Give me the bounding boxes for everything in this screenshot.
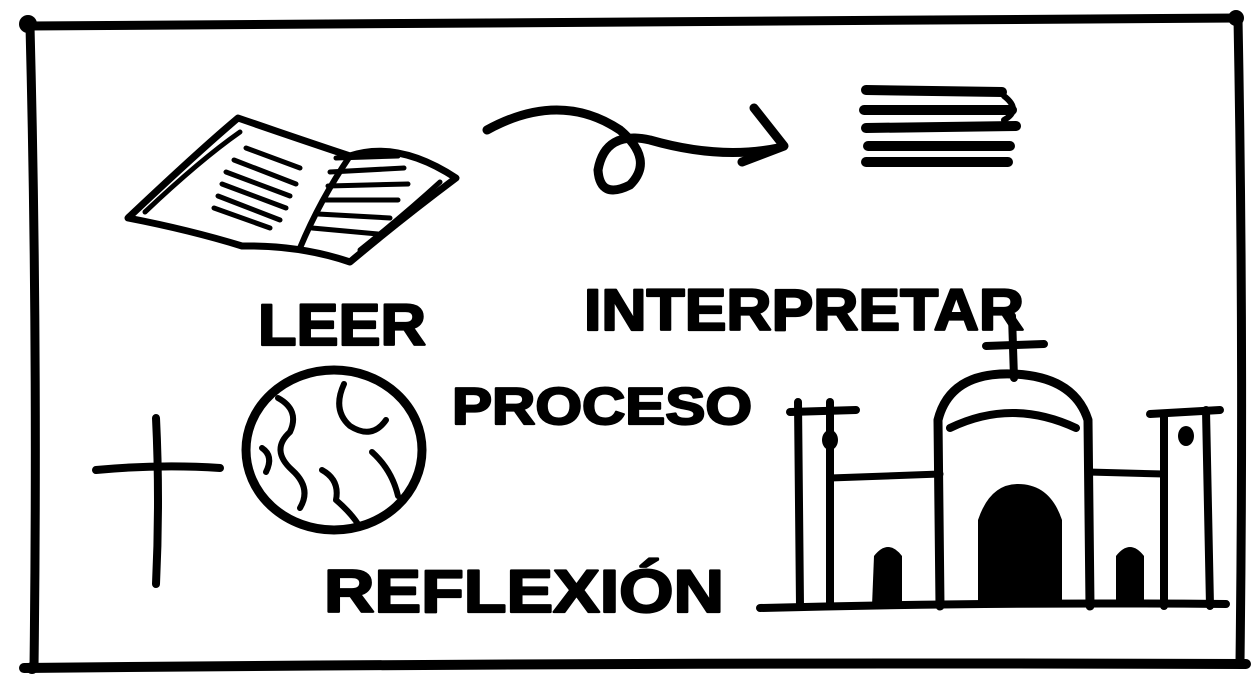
- loop-arrow-icon: [482, 103, 789, 195]
- frame: [19, 10, 1251, 674]
- label-interpret: INTERPRETAR: [584, 278, 1024, 343]
- label-reflection: REFLEXIÓN: [324, 558, 724, 625]
- globe-icon: [241, 365, 427, 535]
- label-process: PROCESO: [452, 378, 752, 436]
- cross-icon: [92, 414, 224, 588]
- open-book-icon: [124, 114, 460, 266]
- label-read: LEER: [258, 293, 426, 358]
- text-lines-icon: [859, 85, 1021, 167]
- church-icon: [756, 312, 1230, 612]
